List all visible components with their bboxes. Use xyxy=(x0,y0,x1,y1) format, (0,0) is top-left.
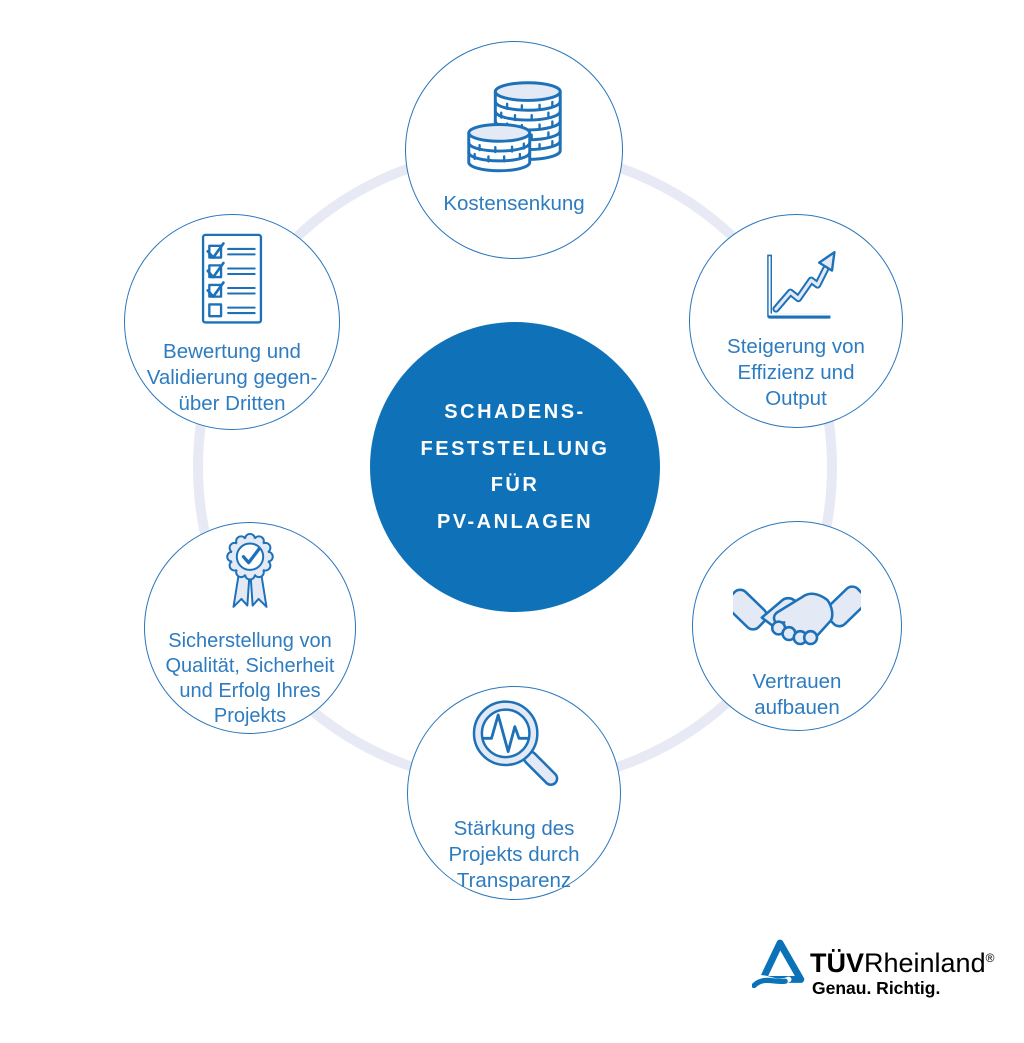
label-line: Output xyxy=(765,387,827,410)
label-line: Steigerung von xyxy=(727,335,865,358)
center-title-line: FESTSTELLUNG xyxy=(420,437,610,460)
tuv-rheinland-logo: TÜVRheinland® Genau. Richtig. xyxy=(752,934,1002,1010)
brand-tagline: Genau. Richtig. xyxy=(812,978,941,998)
node-label-steigerung: Steigerung von Effizienz und Output xyxy=(727,334,865,412)
label-line: Sicherstellung von xyxy=(168,630,332,652)
node-label-sicherstellung: Sicherstellung von Qualität, Sicherheit … xyxy=(166,629,335,729)
coins-icon xyxy=(467,81,562,173)
label-line: Stärkung des xyxy=(453,817,575,840)
label-line: und Erfolg Ihres xyxy=(179,680,321,702)
registered-mark: ® xyxy=(985,951,995,965)
growth-chart-icon xyxy=(767,251,836,319)
label-line: Transparenz xyxy=(456,869,572,892)
label-line: Bewertung und xyxy=(163,340,301,363)
node-staerkung: Stärkung des Projekts durch Transparenz xyxy=(407,686,621,900)
label-line: Validierung gegen- xyxy=(146,366,318,389)
label-line: Projekts xyxy=(213,705,287,727)
label-line: Projekts durch xyxy=(448,843,580,866)
label-line: über Dritten xyxy=(178,392,286,415)
node-label-kostensenkung: Kostensenkung xyxy=(443,191,584,217)
label-line: Qualität, Sicherheit xyxy=(165,655,335,677)
node-steigerung: Steigerung von Effizienz und Output xyxy=(689,214,903,428)
node-label-bewertung: Bewertung und Validierung gegen- über Dr… xyxy=(147,339,318,417)
label-line: Vertrauen xyxy=(752,670,842,693)
checklist-icon xyxy=(201,233,263,324)
label-line: aufbauen xyxy=(754,696,840,719)
center-title-line: SCHADENS- xyxy=(444,401,586,423)
handshake-icon xyxy=(733,585,861,646)
brand-tuv: TÜV xyxy=(810,948,864,978)
node-label-vertrauen: Vertrauen aufbauen xyxy=(753,669,842,721)
label-line: Effizienz und xyxy=(737,361,855,384)
center-title-line: PV-ANLAGEN xyxy=(436,510,594,533)
award-ribbon-icon xyxy=(226,532,274,608)
node-bewertung: Bewertung und Validierung gegen- über Dr… xyxy=(124,214,340,430)
brand-wordmark: TÜVRheinland® xyxy=(810,948,994,979)
tuv-triangle-icon xyxy=(752,939,805,989)
center-circle: SCHADENS- FESTSTELLUNG FÜR PV-ANLAGEN xyxy=(370,322,660,612)
brand-rheinland: Rheinland xyxy=(864,948,986,978)
node-kostensenkung: Kostensenkung xyxy=(405,41,623,259)
node-vertrauen: Vertrauen aufbauen xyxy=(692,521,902,731)
magnifier-pulse-icon xyxy=(472,700,559,787)
label-line: Kostensenkung xyxy=(443,192,585,215)
node-label-staerkung: Stärkung des Projekts durch Transparenz xyxy=(448,816,579,894)
center-title-line: FÜR xyxy=(490,474,540,496)
node-sicherstellung: Sicherstellung von Qualität, Sicherheit … xyxy=(144,522,356,734)
